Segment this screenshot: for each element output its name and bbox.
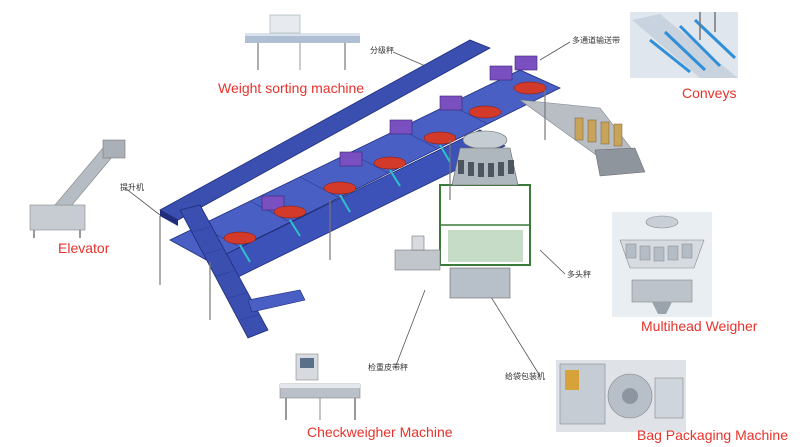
main-production-line <box>159 39 646 339</box>
multihead-label: Multihead Weigher <box>641 318 758 334</box>
bag-packaging-label: Bag Packaging Machine <box>637 427 788 443</box>
bag-packer-cn-label: 给袋包装机 <box>505 372 545 381</box>
elevator-cn-label: 提升机 <box>120 183 144 192</box>
multihead-cn-label: 多头秤 <box>567 270 591 279</box>
elevator-inset-image <box>29 139 126 238</box>
weight-sorting-label: Weight sorting machine <box>218 80 365 96</box>
conveys-label: Conveys <box>682 85 737 101</box>
checkweigher-cn-label: 检重皮带秤 <box>368 363 408 372</box>
conveys-inset-image <box>630 12 738 78</box>
multi-channel-cn-label: 多通道输送带 <box>572 36 620 45</box>
checkweigher-label: Checkweigher Machine <box>307 424 453 440</box>
weight-sorting-inset-image <box>245 14 360 70</box>
checkweigher-inset-image <box>279 353 361 420</box>
multihead-inset-image <box>612 212 712 317</box>
sorter-cn-label: 分级秤 <box>370 46 394 55</box>
elevator-label: Elevator <box>58 240 110 256</box>
bag-packaging-inset-image <box>556 360 686 432</box>
